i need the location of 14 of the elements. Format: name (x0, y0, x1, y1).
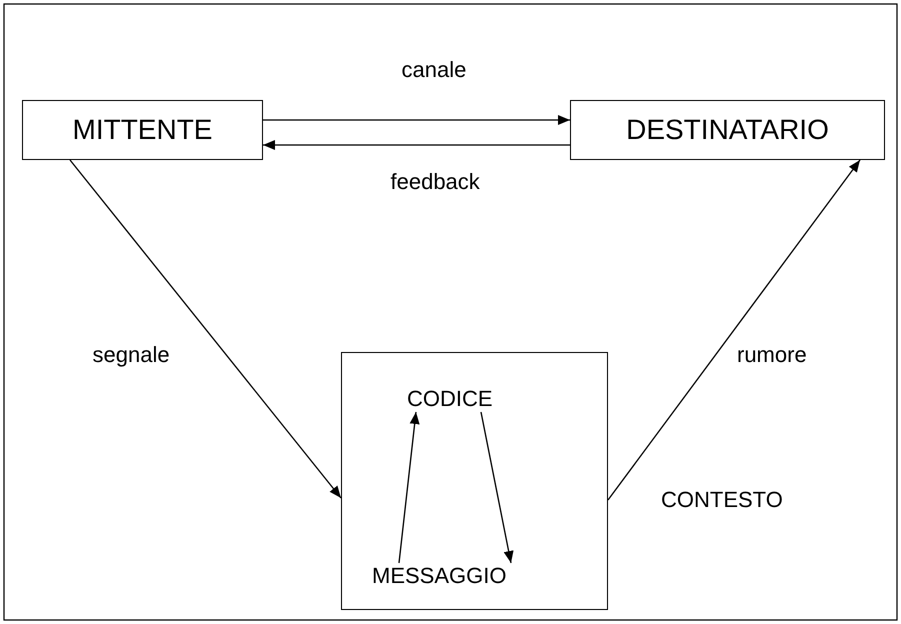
arrow (480, 412, 514, 564)
arrow (398, 412, 420, 564)
node-text: MESSAGGIO (372, 563, 506, 589)
context-label: CONTESTO (660, 487, 784, 513)
arrow (607, 160, 861, 500)
node-text: CODICE (407, 386, 493, 412)
sender-box (22, 100, 263, 160)
arrow (70, 160, 342, 498)
message-box (341, 352, 608, 610)
receiver-box (570, 100, 885, 160)
arrow (263, 140, 570, 150)
node-label: MITTENTE (72, 114, 212, 146)
arrow (263, 115, 570, 125)
node-label: DESTINATARIO (626, 114, 829, 146)
